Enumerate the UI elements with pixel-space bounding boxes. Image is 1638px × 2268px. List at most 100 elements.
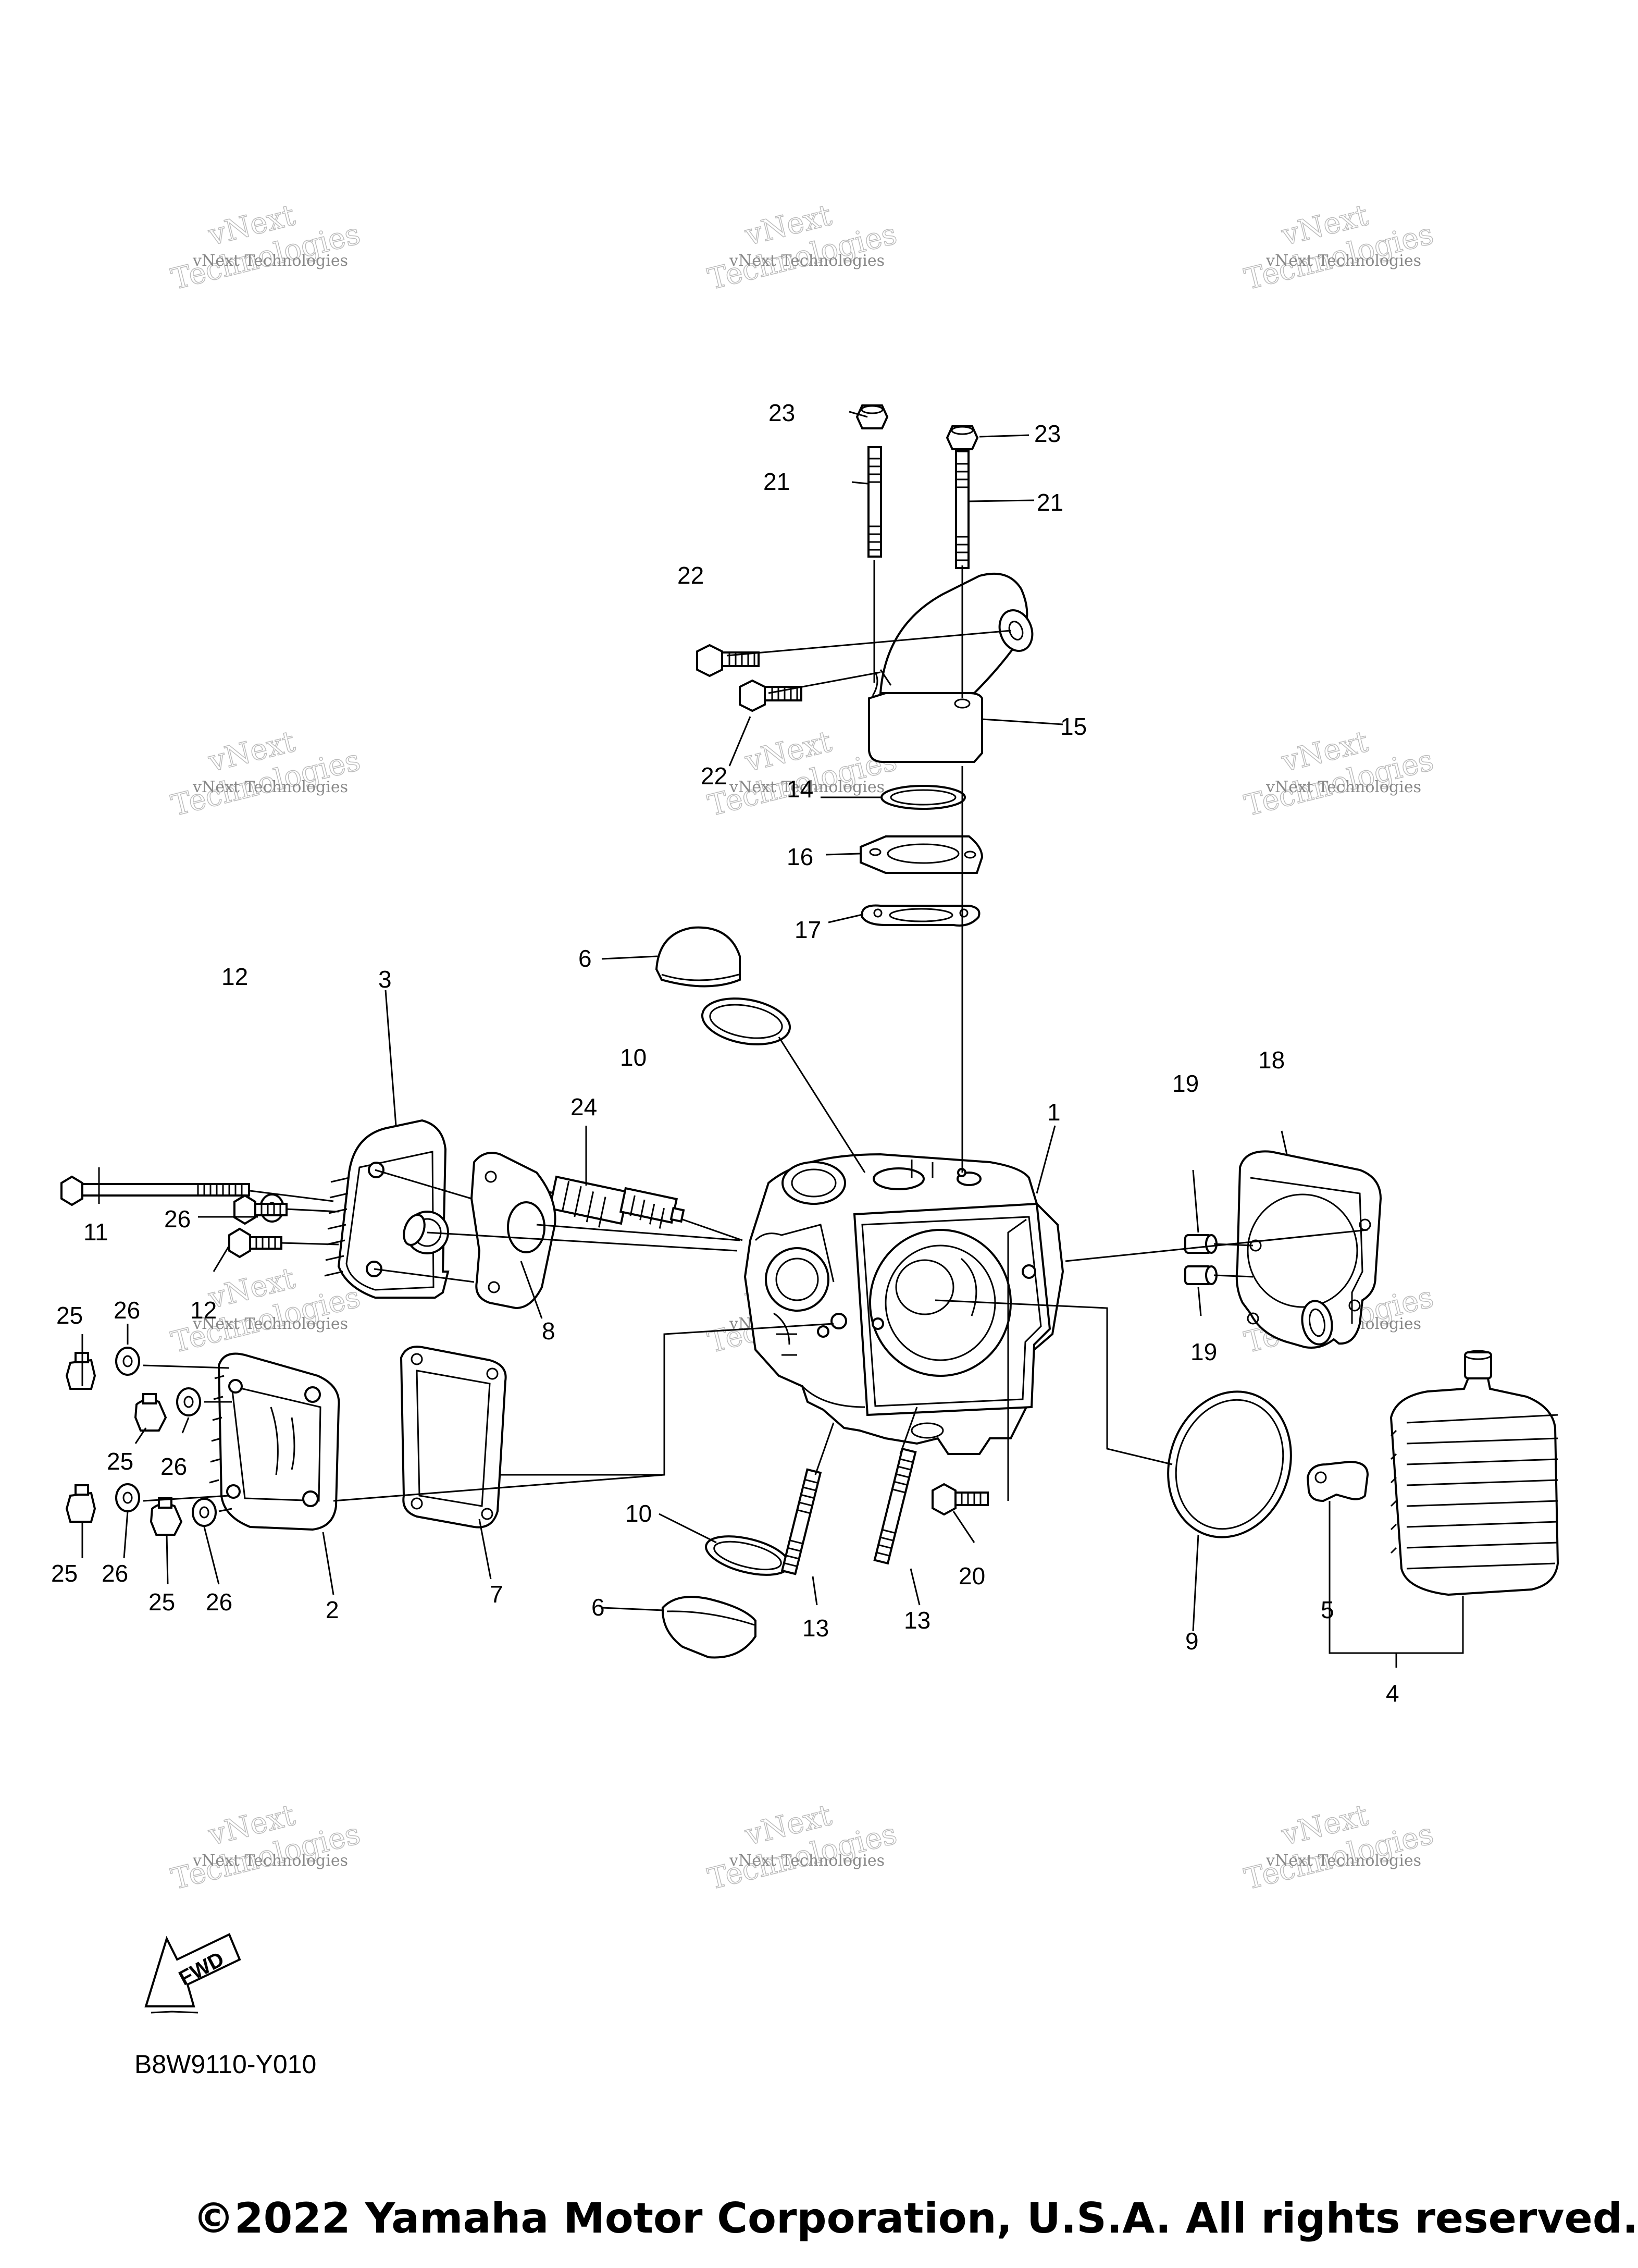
callout-26-upper: 26 [164, 1205, 191, 1232]
callout-26-c: 26 [102, 1560, 128, 1587]
callout-25-d: 25 [148, 1588, 175, 1616]
callout-13-right: 13 [904, 1607, 930, 1634]
watermark: Technologies vNext vNext Technologies [704, 198, 901, 297]
callout-2: 2 [326, 1596, 339, 1623]
callout-25-b: 25 [107, 1448, 133, 1475]
o-ring-14 [880, 785, 966, 810]
callout-6-upper: 6 [578, 945, 592, 972]
callout-23-left: 23 [768, 399, 795, 426]
svg-text:vNext Technologies: vNext Technologies [192, 252, 348, 270]
callout-24: 24 [570, 1093, 597, 1120]
washer-26-b [176, 1387, 201, 1416]
svg-text:vNext Technologies: vNext Technologies [192, 1315, 348, 1333]
callout-6-lower: 6 [591, 1594, 605, 1621]
callout-22-upper: 22 [677, 562, 704, 589]
svg-text:vNext Technologies: vNext Technologies [1265, 778, 1421, 796]
bolt-22-upper [696, 644, 760, 677]
bolt-22-lower [739, 679, 802, 712]
o-ring-9 [1167, 1390, 1292, 1538]
bolt-25-a [65, 1352, 96, 1390]
callout-3: 3 [378, 966, 392, 993]
gasket-8 [470, 1152, 556, 1310]
watermark: Technologies vNext vNext Technologies [1241, 724, 1437, 823]
gasket-17 [861, 904, 981, 927]
bolt-25-c [65, 1484, 96, 1523]
watermark: Technologies vNext vNext Technologies [168, 1798, 364, 1897]
callout-10-upper: 10 [620, 1044, 647, 1071]
callout-12-lower: 12 [190, 1297, 217, 1324]
callout-19-lower: 19 [1190, 1338, 1217, 1365]
svg-text:vNext Technologies: vNext Technologies [192, 1852, 348, 1870]
washer-26-c [115, 1483, 140, 1512]
callout-13-left: 13 [802, 1614, 829, 1642]
nut-23-left [855, 404, 889, 429]
o-ring-10-upper [701, 997, 791, 1045]
nut-23-right [946, 425, 979, 450]
callout-4: 4 [1386, 1680, 1399, 1707]
cap-6-lower [661, 1596, 756, 1659]
insulator-16 [860, 835, 984, 874]
callout-14: 14 [787, 775, 813, 803]
callout-10-lower: 10 [625, 1500, 652, 1527]
side-cover-2 [209, 1352, 340, 1531]
callout-25-c: 25 [51, 1560, 78, 1587]
callout-labels: 1 2 3 4 5 6 6 7 8 9 10 10 11 12 12 13 13… [51, 399, 1399, 1707]
dowel-19-upper [1184, 1234, 1218, 1254]
bolt-20 [932, 1483, 989, 1516]
callout-20: 20 [959, 1562, 985, 1589]
callout-17: 17 [795, 916, 821, 943]
cylinder-cover-4 [1389, 1350, 1559, 1596]
callout-1: 1 [1047, 1099, 1061, 1126]
callout-5: 5 [1321, 1596, 1334, 1623]
callout-26-b: 26 [160, 1453, 187, 1480]
bolt-12-lower [228, 1227, 282, 1259]
callout-18: 18 [1258, 1046, 1285, 1074]
callout-19-upper: 19 [1172, 1070, 1199, 1097]
spark-plug-24 [524, 1175, 685, 1229]
watermark: Technologies vNext vNext Technologies [168, 724, 364, 823]
dowel-19-lower [1184, 1265, 1218, 1285]
cylinder-head-exploded-diagram: Technologies vNext vNext Technologies Te… [51, 198, 1559, 2014]
svg-text:vNext Technologies: vNext Technologies [1265, 1852, 1421, 1870]
svg-text:vNext Technologies: vNext Technologies [729, 778, 885, 796]
watermark: Technologies vNext vNext Technologies [1241, 198, 1437, 297]
copyright-notice: ©2022 Yamaha Motor Corporation, U.S.A. A… [193, 2194, 1638, 2242]
gasket-7 [400, 1346, 507, 1529]
fwd-arrow-icon: FWD [144, 1933, 241, 2014]
callout-9: 9 [1185, 1628, 1199, 1655]
svg-text:vNext Technologies: vNext Technologies [729, 1852, 885, 1870]
svg-text:vNext Technologies: vNext Technologies [192, 778, 348, 796]
watermark: Technologies vNext vNext Technologies [704, 1798, 901, 1897]
callout-21-right: 21 [1037, 489, 1063, 516]
stud-21-left [867, 446, 882, 558]
callout-26-a: 26 [114, 1297, 140, 1324]
callout-7: 7 [490, 1581, 503, 1608]
bolt-25-d [150, 1497, 183, 1536]
callout-25-a: 25 [56, 1302, 83, 1329]
watermark-group: Technologies vNext vNext Technologies Te… [168, 198, 1437, 1897]
callout-21-left: 21 [763, 468, 790, 495]
cover-plate-5 [1306, 1460, 1369, 1502]
cylinder-head-1 [743, 1153, 1064, 1455]
bolt-11 [60, 1175, 250, 1206]
svg-text:vNext Technologies: vNext Technologies [729, 252, 885, 270]
leader-lines [81, 411, 1368, 1632]
callout-15: 15 [1060, 713, 1087, 740]
callout-22-lower: 22 [701, 762, 727, 790]
callout-12-upper: 12 [221, 963, 248, 990]
callout-8: 8 [542, 1317, 555, 1345]
watermark: Technologies vNext vNext Technologies [168, 198, 364, 297]
washer-26-a [115, 1347, 140, 1376]
o-ring-10-lower [705, 1535, 790, 1576]
stud-13-left [780, 1468, 822, 1575]
callout-16: 16 [787, 843, 813, 870]
cap-6-upper [655, 926, 741, 988]
stud-13-right [873, 1447, 917, 1565]
diagram-reference-code: B8W9110-Y010 [134, 2050, 317, 2079]
intake-manifold-15 [868, 572, 1034, 763]
callout-11: 11 [83, 1218, 108, 1246]
head-gasket-18 [1235, 1150, 1382, 1349]
callout-26-d: 26 [206, 1588, 232, 1616]
bolt-25-b [134, 1393, 167, 1432]
callout-23-right: 23 [1034, 420, 1061, 447]
